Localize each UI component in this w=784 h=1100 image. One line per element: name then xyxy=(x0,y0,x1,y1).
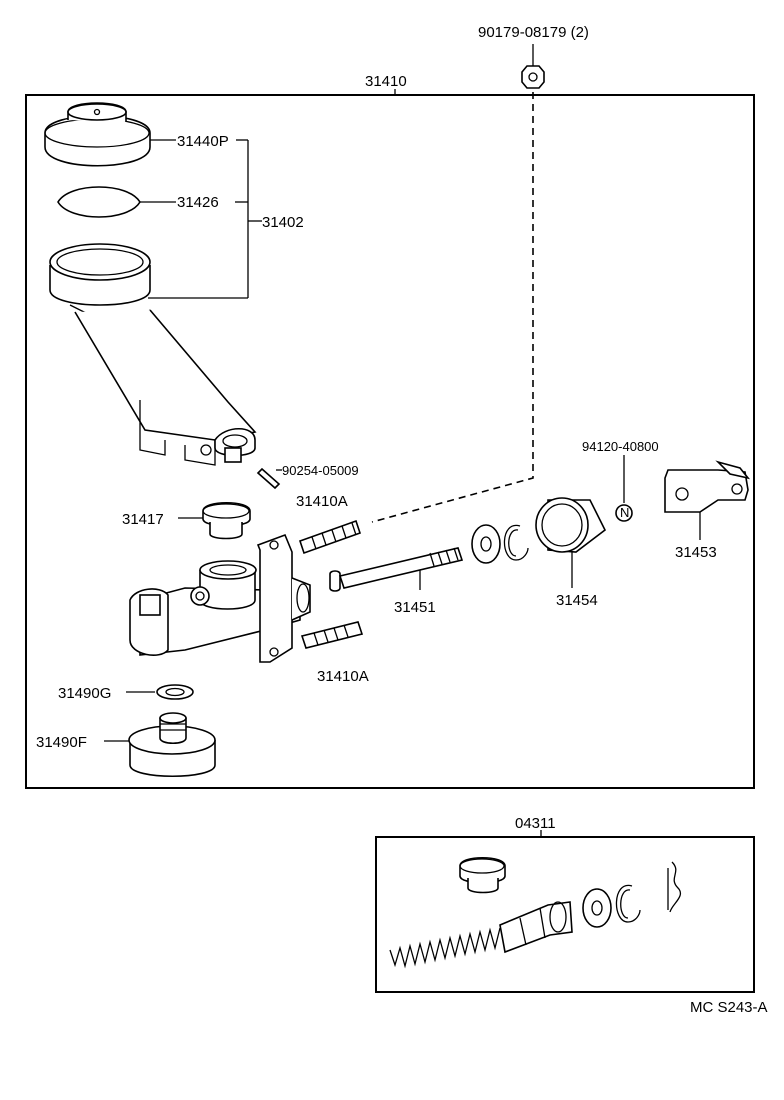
kit-piston-spring xyxy=(389,901,573,969)
label-31453: 31453 xyxy=(675,544,717,561)
bracket-31402 xyxy=(148,139,262,299)
reservoir-cap-31440P xyxy=(44,102,176,167)
snap-ring xyxy=(503,524,529,561)
stud-31410A-top xyxy=(298,519,362,555)
label-31440P: 31440P xyxy=(177,133,229,150)
main-assembly-frame xyxy=(25,94,755,789)
label-31410: 31410 xyxy=(365,73,407,90)
nut-n-mark: N xyxy=(620,505,629,520)
clevis-31453 xyxy=(664,460,751,540)
pin-90254 xyxy=(256,467,282,490)
push-rod-31451 xyxy=(329,547,464,592)
label-31402: 31402 xyxy=(262,214,304,231)
label-31451: 31451 xyxy=(394,599,436,616)
label-31410A-bottom: 31410A xyxy=(317,668,369,685)
label-31490G: 31490G xyxy=(58,685,111,702)
label-31454: 31454 xyxy=(556,592,598,609)
diagram-code: MC S243-A xyxy=(690,999,768,1016)
boot-31454 xyxy=(535,497,607,588)
label-04311: 04311 xyxy=(515,815,556,832)
stud-31410A-bottom xyxy=(300,621,364,649)
kit-snap-ring xyxy=(615,885,641,923)
grommet-31417 xyxy=(178,502,251,540)
master-cylinder-body xyxy=(129,533,311,663)
dashed-route xyxy=(371,92,534,523)
label-90254-05009: 90254-05009 xyxy=(282,463,359,478)
label-31410A-top: 31410A xyxy=(296,493,348,510)
label-94120-40800: 94120-40800 xyxy=(582,439,659,454)
kit-washer xyxy=(582,888,612,928)
label-31426: 31426 xyxy=(177,194,219,211)
label-31417: 31417 xyxy=(122,511,164,528)
label-90179-08179: 90179-08179 (2) xyxy=(478,24,589,41)
plug-31490F xyxy=(104,712,216,777)
washer xyxy=(471,524,501,564)
seal-31490G xyxy=(126,684,194,700)
nut-90179 xyxy=(521,44,545,89)
nut-94120: N xyxy=(615,455,633,522)
kit-grommet xyxy=(459,857,506,894)
diaphragm-31426 xyxy=(57,186,176,218)
kit-clip xyxy=(667,861,682,913)
reservoir-body xyxy=(49,243,257,466)
label-31490F: 31490F xyxy=(36,734,87,751)
kit-frame-04311 xyxy=(375,836,755,993)
